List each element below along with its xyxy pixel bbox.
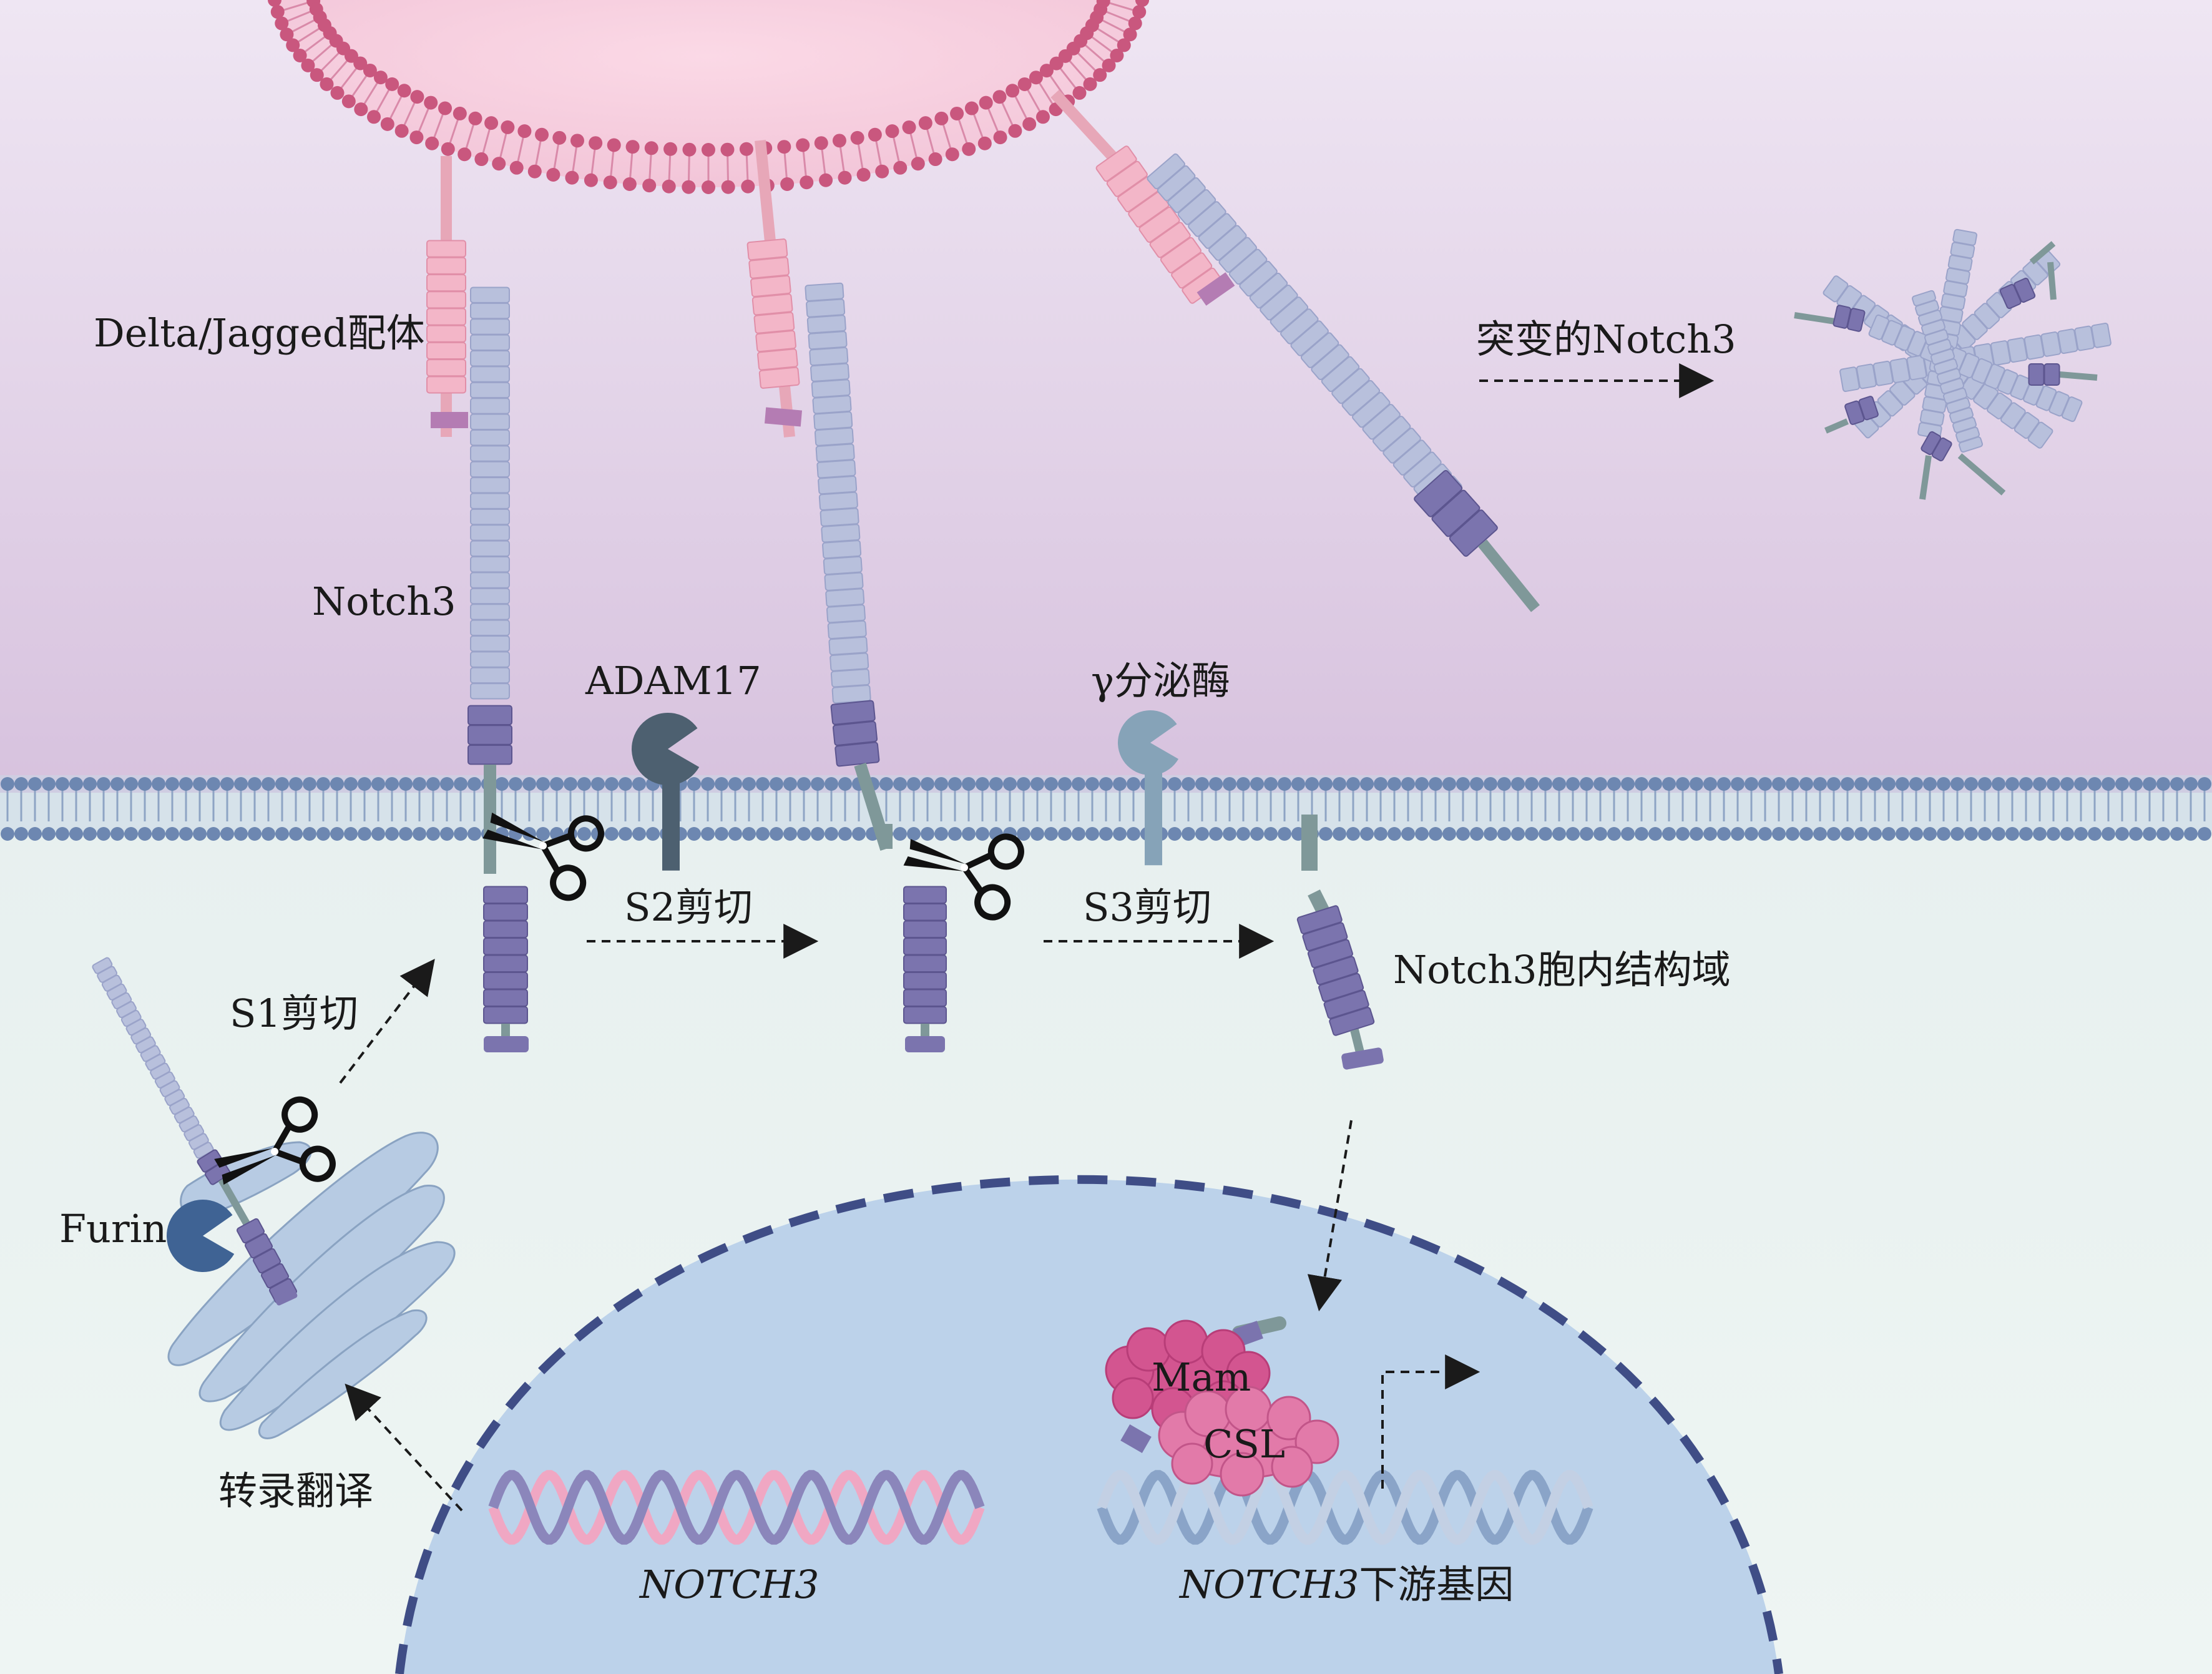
mutant-notch3-aggregate [1794, 228, 2112, 500]
notch3-receptor-3-ecd [1050, 89, 1540, 612]
notch3-precursor [92, 957, 298, 1306]
transcription-label: 转录翻译 [218, 1468, 373, 1514]
downstream-gene-italic: NOTCH3 [1178, 1562, 1359, 1607]
arrows [339, 363, 1715, 1512]
mutant-notch3-label: 突变的Notch3 [1476, 316, 1736, 362]
gamma-secretase-enzyme-icon [1117, 710, 1179, 866]
downstream-gene-dna-icon [1097, 1470, 1593, 1545]
ligand-label: Delta/Jagged配体 [94, 310, 425, 356]
downstream-gene-label: NOTCH3下游基因 [1178, 1562, 1514, 1607]
golgi-apparatus [167, 1132, 456, 1439]
notch3-receptor-2 [746, 140, 947, 1052]
csl-label: CSL [1203, 1421, 1285, 1467]
notch3-label: Notch3 [312, 579, 456, 624]
downstream-gene-suffix: 下游基因 [1359, 1562, 1514, 1607]
furin-scissors-icon [214, 1096, 336, 1185]
notch3-gene-dna-icon [488, 1470, 985, 1545]
notch3-icd [1296, 815, 1384, 1070]
furin-label: Furin [59, 1206, 167, 1251]
gamma-secretase-label: γ分泌酶 [1091, 658, 1230, 703]
mam-csl-complex [1105, 1316, 1339, 1497]
adam17-label: ADAM17 [585, 658, 761, 703]
furin-enzyme-icon [167, 1200, 235, 1272]
s1-scissors-icon [482, 812, 604, 901]
s2-scissors-icon [903, 833, 1024, 921]
extracellular-space [0, 0, 2212, 793]
plasma-membrane [0, 775, 2212, 841]
notch3-receptor-1 [426, 156, 529, 1052]
s2-cleavage-label: S2剪切 [624, 884, 753, 930]
ligand-cell [268, 0, 1149, 194]
adam17-enzyme-icon [632, 712, 700, 871]
nucleus [395, 1175, 1783, 1674]
labels: Delta/Jagged配体 Notch3 ADAM17 γ分泌酶 突变的Not… [59, 310, 1736, 1607]
mam-label: Mam [1152, 1354, 1251, 1400]
s3-cleavage-label: S3剪切 [1083, 884, 1211, 930]
s1-arrow [339, 959, 435, 1084]
transcription-arrow [345, 1383, 463, 1512]
s1-cleavage-label: S1剪切 [230, 991, 358, 1036]
nicd-label: Notch3胞内结构域 [1393, 947, 1731, 992]
notch3-gene-label: NOTCH3 [639, 1562, 819, 1607]
nicd-to-nucleus-arrow [1307, 1120, 1353, 1312]
